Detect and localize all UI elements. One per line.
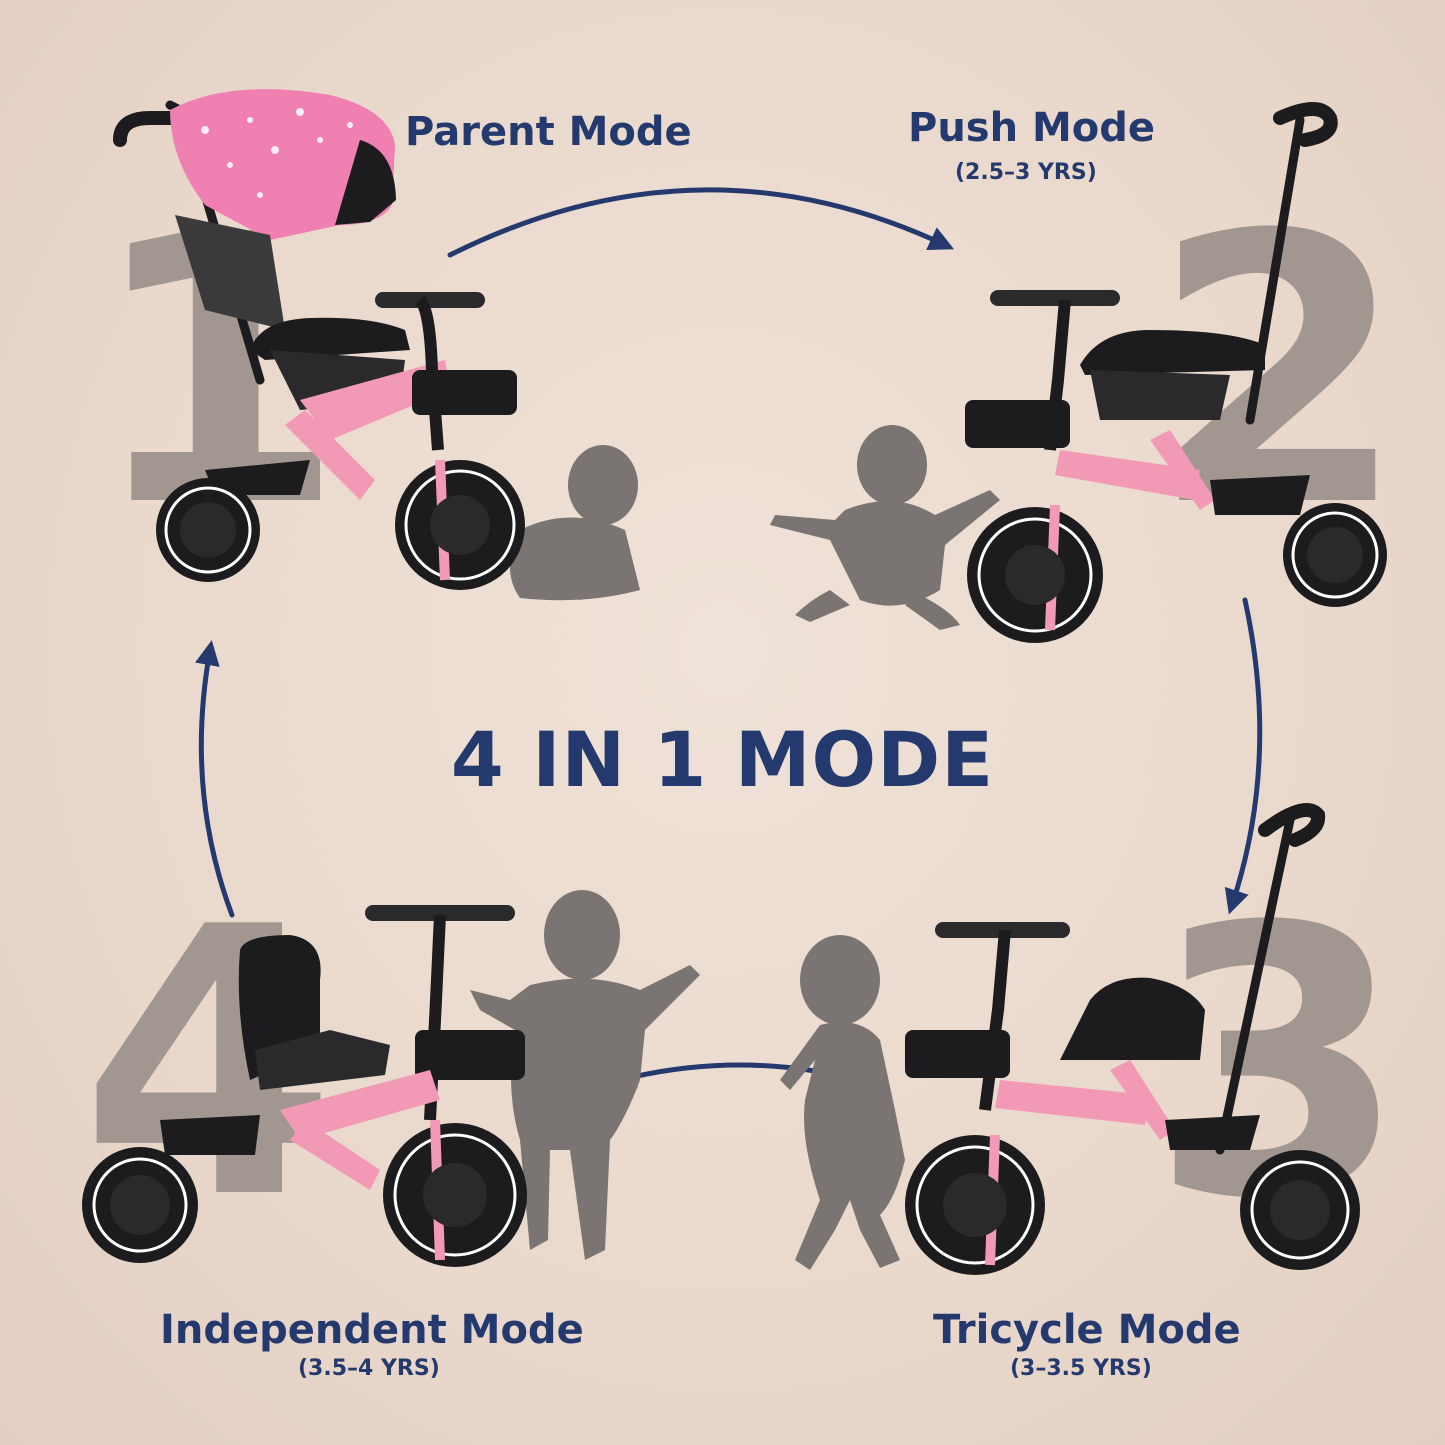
mode-title-tricycle: Tricycle Mode: [933, 1307, 1241, 1353]
arrow-parent-to-push: [447, 187, 955, 258]
mode-age-tricycle: (3–3.5 YRS): [1010, 1356, 1152, 1381]
mode-age-independent: (3.5–4 YRS): [298, 1356, 440, 1381]
mode-title-push: Push Mode: [908, 105, 1156, 151]
tricycle-with-push-handle: [905, 803, 1360, 1275]
toddler-walking-silhouette: [780, 935, 905, 1270]
baby-crawling-silhouette: [510, 445, 640, 601]
mode-title-independent: Independent Mode: [160, 1307, 584, 1353]
arrow-independent-to-parent: [195, 640, 235, 918]
baby-sitting-silhouette: [770, 425, 1000, 630]
tricycle-with-canopy: [113, 89, 525, 590]
tricycle: [82, 905, 527, 1267]
arrow-push-to-tricycle: [1224, 597, 1263, 915]
headline: 4 IN 1 MODE: [450, 715, 995, 804]
mode-age-push: (2.5–3 YRS): [955, 160, 1097, 185]
tricycle-with-push-handle: [965, 102, 1387, 643]
toddler-standing-silhouette: [470, 890, 700, 1260]
mode-title-parent: Parent Mode: [405, 109, 692, 155]
